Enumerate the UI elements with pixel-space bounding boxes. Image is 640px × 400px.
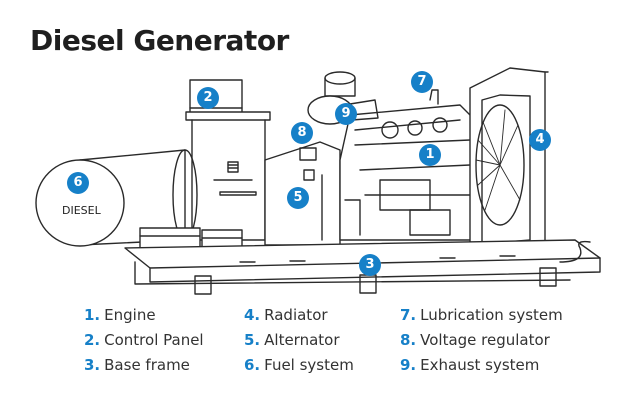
legend-label: Fuel system xyxy=(264,356,354,374)
callout-radiator: 4 xyxy=(529,129,551,151)
legend-item-fuel-system: 6.Fuel system xyxy=(244,356,354,374)
callout-engine: 1 xyxy=(419,144,441,166)
legend-item-voltage-regulator: 8.Voltage regulator xyxy=(400,331,550,349)
tank-label: DIESEL xyxy=(62,204,102,217)
legend-item-alternator: 5.Alternator xyxy=(244,331,340,349)
legend-number: 2. xyxy=(84,331,101,349)
diagram-title: Diesel Generator xyxy=(30,24,289,57)
legend-label: Exhaust system xyxy=(420,356,540,374)
base-frame xyxy=(124,239,601,295)
legend-item-exhaust-system: 9.Exhaust system xyxy=(400,356,539,374)
legend-number: 3. xyxy=(84,356,101,374)
radiator xyxy=(469,67,549,256)
fuel-tank: DIESEL xyxy=(35,149,198,247)
callout-control-panel: 2 xyxy=(197,87,219,109)
legend-item-control-panel: 2.Control Panel xyxy=(84,331,204,349)
legend-label: Alternator xyxy=(264,331,340,349)
callout-voltage-regulator: 8 xyxy=(291,122,313,144)
legend-item-lubrication-system: 7.Lubrication system xyxy=(400,306,563,324)
legend-label: Radiator xyxy=(264,306,328,324)
legend-label: Base frame xyxy=(104,356,190,374)
legend-label: Control Panel xyxy=(104,331,204,349)
legend-number: 8. xyxy=(400,331,417,349)
legend-item-radiator: 4.Radiator xyxy=(244,306,328,324)
callout-fuel-system: 6 xyxy=(67,172,89,194)
legend-number: 7. xyxy=(400,306,417,324)
legend-label: Lubrication system xyxy=(420,306,563,324)
legend-label: Voltage regulator xyxy=(420,331,550,349)
legend-item-base-frame: 3.Base frame xyxy=(84,356,190,374)
legend-item-engine: 1.Engine xyxy=(84,306,156,324)
callout-lubrication-system: 7 xyxy=(411,71,433,93)
legend-number: 9. xyxy=(400,356,417,374)
legend-label: Engine xyxy=(104,306,156,324)
legend-number: 1. xyxy=(84,306,101,324)
callout-base-frame: 3 xyxy=(359,254,381,276)
callout-exhaust-system: 9 xyxy=(335,103,357,125)
legend-number: 5. xyxy=(244,331,261,349)
engine xyxy=(339,89,481,241)
callout-alternator: 5 xyxy=(287,187,309,209)
legend-number: 6. xyxy=(244,356,261,374)
legend-number: 4. xyxy=(244,306,261,324)
